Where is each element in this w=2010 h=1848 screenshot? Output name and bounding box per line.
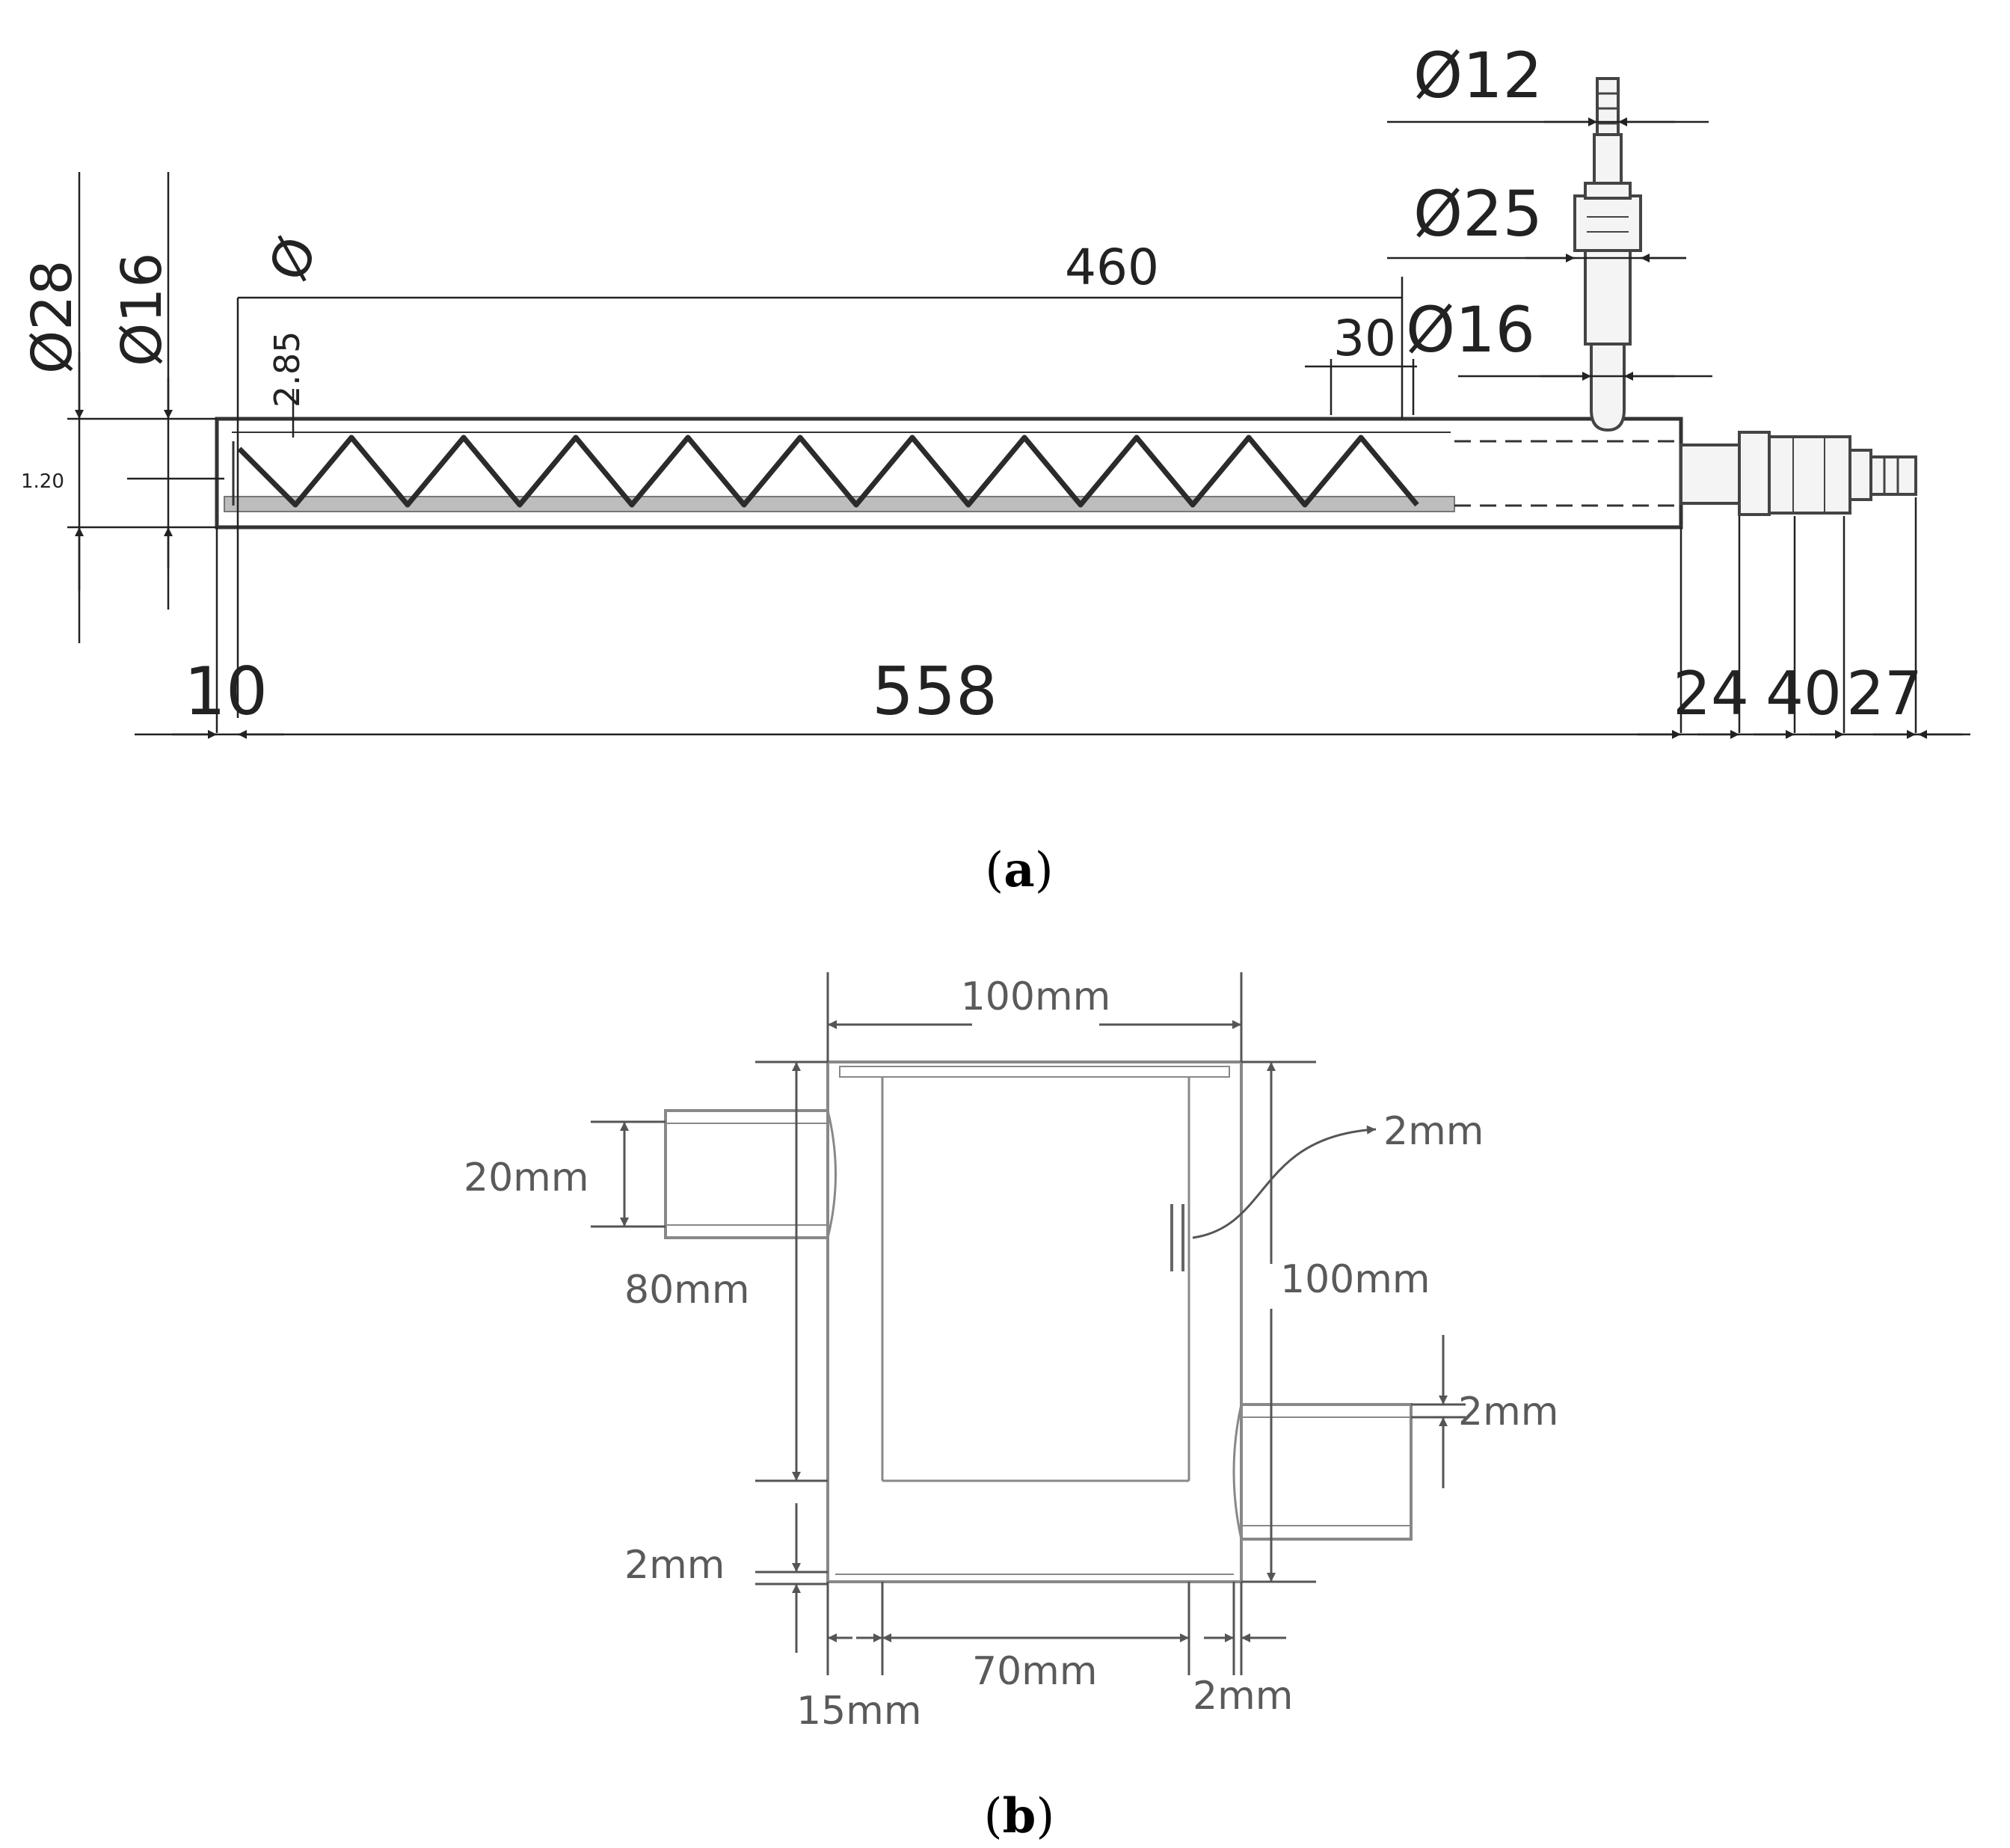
- figure-b-dimension-labels: 100mm 100mm 20mm 80mm 2mm 2mm 2mm 15mm 7…: [464, 974, 1558, 1734]
- horizontal-end-fitting: [1679, 431, 1917, 516]
- dim-1-20: 1.20: [21, 470, 64, 493]
- dim-length-558: 558: [872, 653, 998, 730]
- figure-a-dimension-lines: [67, 117, 1970, 739]
- dim-length-24: 24: [1673, 659, 1749, 728]
- dim-left-20mm: 20mm: [464, 1155, 588, 1200]
- dim-dia-28: Ø28: [20, 260, 84, 374]
- caption-b: (b): [984, 1788, 1055, 1844]
- dim-length-30: 30: [1333, 310, 1396, 367]
- dim-dia-25: Ø25: [1413, 177, 1543, 251]
- box-body: [826, 1060, 1243, 1583]
- figure-a-dimension-labels: Ø28 Ø16 Ø 2.85 1.20 460 30 Ø12 Ø25 Ø16 1…: [20, 39, 1923, 730]
- dim-right-2mm: 2mm: [1458, 1390, 1558, 1434]
- dim-bottom-70mm: 70mm: [972, 1649, 1097, 1694]
- dim-left-2mm: 2mm: [624, 1543, 725, 1588]
- dim-left-80mm: 80mm: [624, 1268, 749, 1313]
- dim-dia-16-right: Ø16: [1406, 293, 1535, 366]
- caption-a: (a): [985, 842, 1053, 898]
- vertical-outlet-fitting: [1573, 77, 1642, 432]
- dim-dia-12: Ø12: [1413, 39, 1543, 112]
- dim-dia-rotated: Ø: [257, 229, 329, 289]
- figure-b-dimension-lines: [591, 972, 1466, 1675]
- main-tube: [215, 417, 1683, 529]
- dim-pitch-2-85: 2.85: [267, 331, 307, 408]
- dim-length-40: 40: [1765, 659, 1842, 728]
- inlet-pipe: [664, 1109, 837, 1239]
- dim-bottom-15mm: 15mm: [796, 1689, 921, 1734]
- figure-b-box-drawing: 100mm 100mm 20mm 80mm 2mm 2mm 2mm 15mm 7…: [464, 972, 1558, 1844]
- dim-length-10: 10: [184, 653, 268, 730]
- dim-dia-16-left: Ø16: [110, 253, 174, 366]
- dim-callout-2mm: 2mm: [1383, 1109, 1484, 1154]
- dim-top-100mm: 100mm: [961, 974, 1111, 1019]
- dim-right-100mm: 100mm: [1280, 1257, 1430, 1302]
- outlet-pipe: [1232, 1403, 1413, 1541]
- dim-length-460: 460: [1065, 239, 1159, 296]
- helical-spring: [237, 435, 1419, 508]
- dim-length-27: 27: [1846, 659, 1923, 728]
- figure-a-heat-pipe-drawing: Ø28 Ø16 Ø 2.85 1.20 460 30 Ø12 Ø25 Ø16 1…: [20, 39, 1970, 898]
- dim-bottom-2mm: 2mm: [1193, 1674, 1293, 1719]
